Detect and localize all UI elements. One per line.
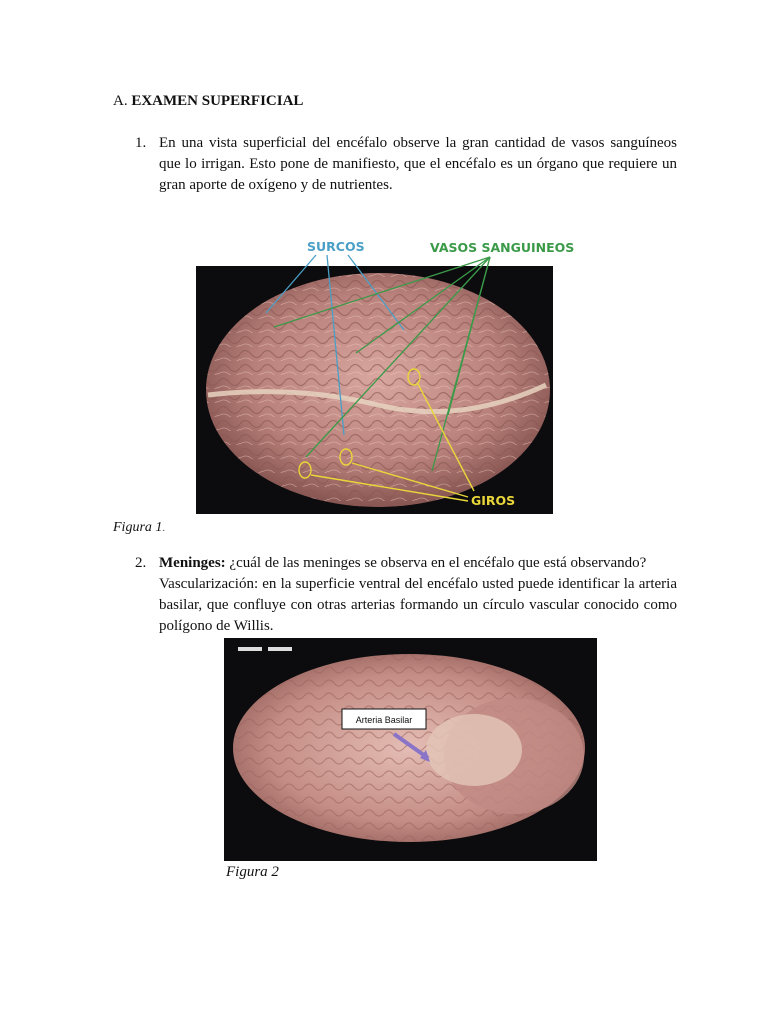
label-giros: GIROS	[471, 493, 515, 508]
figure-1-image: SURCOS VASOS SANGUINEOS GIROS	[196, 239, 574, 514]
meninges-question: ¿cuál de las meninges se observa en el e…	[225, 555, 647, 571]
figure-2-caption: Figura 2	[226, 864, 279, 880]
label-arteria-basilar: Arteria Basilar	[356, 715, 413, 725]
list-item-1: 1. En una vista superficial del encéfalo…	[135, 133, 677, 196]
vascularization-text: Vascularización: en la superficie ventra…	[159, 576, 677, 634]
label-surcos: SURCOS	[307, 239, 365, 254]
figure-1-caption: Figura 1.	[113, 520, 165, 536]
caption-text: Figura 1	[113, 520, 163, 535]
section-title: EXAMEN SUPERFICIAL	[131, 93, 304, 109]
section-letter: A.	[113, 93, 128, 109]
section-heading: A. EXAMEN SUPERFICIAL	[113, 93, 303, 110]
list-item-2: 2. Meninges: ¿cuál de las meninges se ob…	[135, 553, 677, 637]
arteria-basilar-arrow	[392, 732, 430, 760]
list-number: 2.	[135, 555, 147, 571]
label-vasos-sanguineos: VASOS SANGUINEOS	[430, 240, 574, 255]
caption-suffix: .	[162, 522, 166, 534]
scale-marker	[238, 647, 262, 651]
meninges-label: Meninges:	[159, 555, 226, 571]
brainstem-shape	[426, 714, 522, 786]
scale-marker	[268, 647, 292, 651]
surcos-lines	[265, 254, 405, 436]
longitudinal-fissure	[207, 382, 548, 415]
list-text: Meninges: ¿cuál de las meninges se obser…	[159, 553, 677, 637]
giros-markers	[298, 368, 475, 502]
list-text: En una vista superficial del encéfalo ob…	[159, 135, 677, 193]
figure-2-image: Arteria Basilar	[224, 638, 597, 861]
list-number: 1.	[135, 135, 147, 151]
vasos-lines	[273, 256, 491, 472]
label-box	[341, 708, 427, 730]
